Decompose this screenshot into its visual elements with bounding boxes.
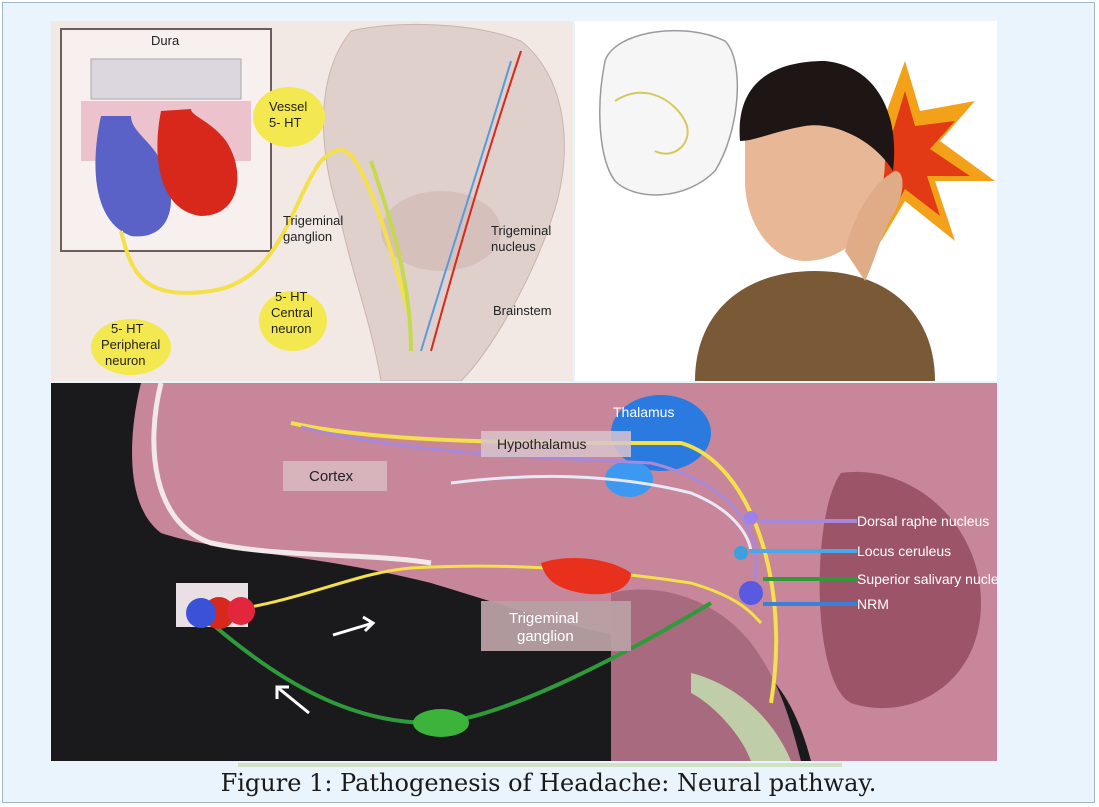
trigeminovascular-diagram: Dura Vessel 5- HT Trigeminal ganglion Tr… (51, 21, 573, 381)
label-trig-ganglion-1: Trigeminal (509, 610, 578, 627)
vessel-blue-circle (186, 598, 216, 628)
label-cortex: Cortex (309, 468, 354, 485)
label-vessel-2: 5- HT (269, 115, 302, 130)
label-brainstem: Brainstem (493, 303, 552, 318)
figure-caption: Figure 1: Pathogenesis of Headache: Neur… (3, 765, 1094, 801)
label-central-1: 5- HT (275, 289, 308, 304)
headache-illustration (575, 21, 997, 381)
woman-shirt (695, 271, 935, 381)
trigeminovascular-illustration: Dura Vessel 5- HT Trigeminal ganglion Tr… (51, 21, 573, 381)
label-trig-ganglion-2: ganglion (283, 229, 332, 244)
label-peripheral-3: neuron (105, 353, 145, 368)
nrm-node (739, 581, 763, 605)
dura-layer (91, 59, 241, 99)
dorsal-raphe-node (744, 511, 758, 525)
label-trig-ganglion-2: ganglion (517, 628, 574, 645)
label-trig-nucleus-2: nucleus (491, 239, 536, 254)
headache-illustration-panel (575, 21, 997, 381)
label-peripheral-2: Peripheral (101, 337, 160, 352)
arrow-right-icon (333, 617, 373, 635)
label-dorsal-raphe: Dorsal raphe nucleus (857, 513, 989, 529)
label-vessel-1: Vessel (269, 99, 307, 114)
label-dura: Dura (151, 33, 180, 48)
label-peripheral-1: 5- HT (111, 321, 144, 336)
sketch-head (600, 31, 738, 195)
brain-pathway-illustration: Thalamus Hypothalamus Cortex Dorsal raph… (51, 383, 997, 761)
brain-pathway-diagram: Thalamus Hypothalamus Cortex Dorsal raph… (51, 383, 997, 761)
label-superior-salivary: Superior salivary nucleus (857, 571, 997, 587)
label-central-2: Central (271, 305, 313, 320)
locus-ceruleus-node (734, 546, 748, 560)
vessel-red-circle-2 (227, 597, 255, 625)
label-hypothalamus: Hypothalamus (497, 436, 587, 452)
label-locus-ceruleus: Locus ceruleus (857, 543, 951, 559)
label-central-3: neuron (271, 321, 311, 336)
label-nrm: NRM (857, 596, 889, 612)
label-thalamus: Thalamus (613, 404, 674, 420)
label-trig-ganglion-1: Trigeminal (283, 213, 343, 228)
label-trig-nucleus-1: Trigeminal (491, 223, 551, 238)
sphenopalatine-ganglion (413, 709, 469, 737)
